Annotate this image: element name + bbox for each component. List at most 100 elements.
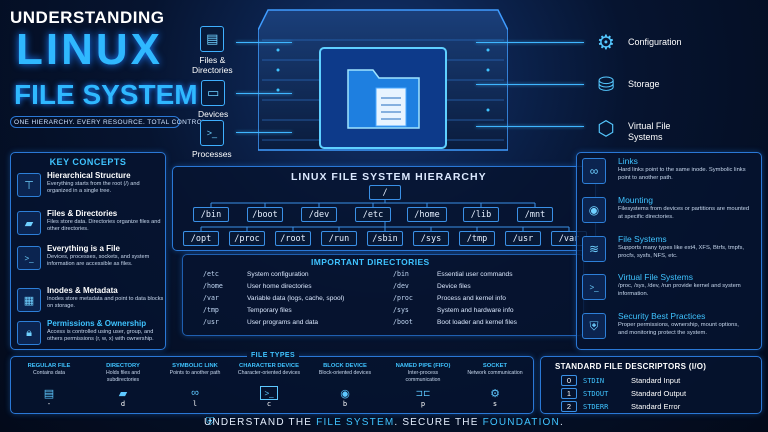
concept-title: Hierarchical Structure bbox=[47, 171, 131, 180]
dir-desc: Process and kernel info bbox=[437, 295, 506, 302]
dir-path: /home bbox=[203, 282, 223, 290]
server-rack-illustration bbox=[258, 9, 508, 151]
dir-tmp: /tmp bbox=[459, 231, 495, 246]
right-item-desc: Proper permissions, ownership, mount opt… bbox=[618, 322, 739, 336]
right-item-desc: /proc, /sys, /dev, /run provide kernel a… bbox=[618, 283, 741, 297]
dir-path: /usr bbox=[203, 318, 219, 326]
concept-desc: Devices, processes, sockets, and system … bbox=[47, 254, 150, 267]
file-type-name: NAMED PIPE (FIFO) bbox=[395, 363, 451, 369]
dir-desc: System and hardware info bbox=[437, 307, 514, 314]
title-line-1: UNDERSTANDING bbox=[10, 8, 165, 27]
file-type-name: CHARACTER DEVICE bbox=[239, 363, 299, 369]
file-icon: ▤ bbox=[43, 387, 55, 400]
dir-proc: /proc bbox=[229, 231, 265, 246]
concept-desc: Files store data. Directories organize f… bbox=[47, 219, 161, 232]
important-dir-row: /proc Process and kernel info bbox=[393, 294, 506, 302]
fd-desc: Standard Input bbox=[631, 376, 681, 385]
disk-icon: ◉ bbox=[582, 197, 606, 223]
dir-desc: Temporary files bbox=[247, 307, 292, 314]
dir-path: /dev bbox=[393, 282, 409, 290]
dir-boot: /boot bbox=[247, 207, 283, 222]
cube-icon: ⬡ bbox=[597, 117, 615, 140]
file-type-regular: REGULAR FILE Contains data ▤ - bbox=[17, 363, 81, 408]
dir-path: /sys bbox=[393, 306, 409, 314]
file-type-named-pipe: NAMED PIPE (FIFO) Inter-process communic… bbox=[391, 363, 455, 408]
file-type-desc: Inter-process communication bbox=[405, 370, 441, 383]
right-item-title: File Systems bbox=[618, 234, 667, 244]
file-type-desc: Block-oriented devices bbox=[318, 370, 372, 376]
shield-icon: ⛨ bbox=[582, 313, 606, 339]
connector-line bbox=[476, 42, 584, 43]
right-concepts-panel bbox=[576, 152, 762, 350]
shield-icon: ⛨ bbox=[206, 416, 215, 428]
link-icon: ∞ bbox=[191, 387, 199, 399]
dir-run: /run bbox=[321, 231, 357, 246]
file-descriptors-title: STANDARD FILE DESCRIPTORS (I/O) bbox=[555, 362, 707, 371]
footer-slogan: UNDERSTAND THE FILE SYSTEM. SECURE THE F… bbox=[0, 414, 768, 432]
callout-files-directories: ▤ Files & Directories bbox=[192, 26, 233, 75]
dir-mnt: /mnt bbox=[517, 207, 553, 222]
right-item-title: Mounting bbox=[618, 195, 653, 205]
network-icon: ⚙ bbox=[490, 387, 500, 400]
concept-item: >_ Everything is a File Devices, process… bbox=[17, 244, 163, 284]
tagline-frame bbox=[10, 116, 180, 128]
concept-title: Everything is a File bbox=[47, 244, 120, 253]
file-type-name: DIRECTORY bbox=[106, 363, 140, 369]
dir-opt: /opt bbox=[183, 231, 219, 246]
terminal-icon: >_ bbox=[260, 386, 278, 400]
fd-stream: STDIN bbox=[583, 377, 605, 385]
callout-storage: Storage bbox=[628, 79, 660, 89]
dir-sys: /sys bbox=[413, 231, 449, 246]
dir-desc: System configuration bbox=[247, 271, 309, 278]
dir-root-home: /root bbox=[275, 231, 311, 246]
file-type-name: SYMBOLIC LINK bbox=[172, 363, 218, 369]
database-icon: ⛁ bbox=[597, 73, 615, 96]
fd-number: 2 bbox=[561, 401, 577, 412]
connector-line bbox=[236, 42, 292, 43]
fd-number: 1 bbox=[561, 388, 577, 399]
file-type-letter: d bbox=[120, 400, 126, 408]
footer-text: . SECURE THE bbox=[394, 417, 483, 428]
callout-processes: >_ Processes bbox=[192, 120, 232, 159]
footer-highlight: FILE SYSTEM bbox=[316, 417, 395, 428]
file-type-desc: Contains data bbox=[32, 370, 65, 376]
file-type-letter: s bbox=[492, 400, 498, 408]
fd-stream: STDERR bbox=[583, 403, 609, 411]
dir-bin: /bin bbox=[193, 207, 229, 222]
link-icon: ∞ bbox=[582, 158, 606, 184]
terminal-icon: >_ bbox=[17, 246, 41, 270]
file-type-desc: Points to another path bbox=[169, 370, 221, 376]
file-type-name: REGULAR FILE bbox=[27, 363, 71, 369]
concept-item: ▰ Files & Directories Files store data. … bbox=[17, 209, 163, 243]
folder-icon: ▰ bbox=[118, 387, 128, 400]
footer-text: UNDERSTAND THE bbox=[204, 417, 317, 428]
fd-desc: Standard Output bbox=[631, 389, 687, 398]
callout-devices: ▭ Devices bbox=[198, 80, 228, 119]
dir-path: /proc bbox=[393, 294, 413, 302]
key-concepts-panel: KEY CONCEPTS ⊤ Hierarchical Structure Ev… bbox=[10, 152, 166, 350]
dir-desc: Essential user commands bbox=[437, 271, 513, 278]
file-type-letter: c bbox=[266, 400, 272, 408]
dir-desc: Device files bbox=[437, 283, 471, 290]
key-concepts-title: KEY CONCEPTS bbox=[49, 157, 127, 167]
connector-line bbox=[236, 132, 292, 133]
concept-desc: Everything starts from the root (/) and … bbox=[47, 181, 140, 194]
terminal-icon: >_ bbox=[199, 120, 224, 146]
dir-desc: Variable data (logs, cache, spool) bbox=[247, 295, 345, 302]
file-type-socket: SOCKET Network communication ⚙ s bbox=[463, 363, 527, 408]
callout-label: Processes bbox=[192, 149, 232, 159]
footer-highlight: FOUNDATION bbox=[482, 417, 560, 428]
right-item-desc: Supports many types like ext4, XFS, Btrf… bbox=[618, 245, 744, 259]
file-type-desc: Network communication bbox=[467, 370, 523, 376]
important-directories-title: IMPORTANT DIRECTORIES bbox=[311, 257, 430, 267]
monitor-icon: ▭ bbox=[201, 80, 226, 106]
file-type-letter: p bbox=[420, 400, 426, 408]
concept-title: Permissions & Ownership bbox=[47, 319, 147, 328]
concept-item: ▦ Inodes & Metadata Inodes store metadat… bbox=[17, 286, 163, 316]
